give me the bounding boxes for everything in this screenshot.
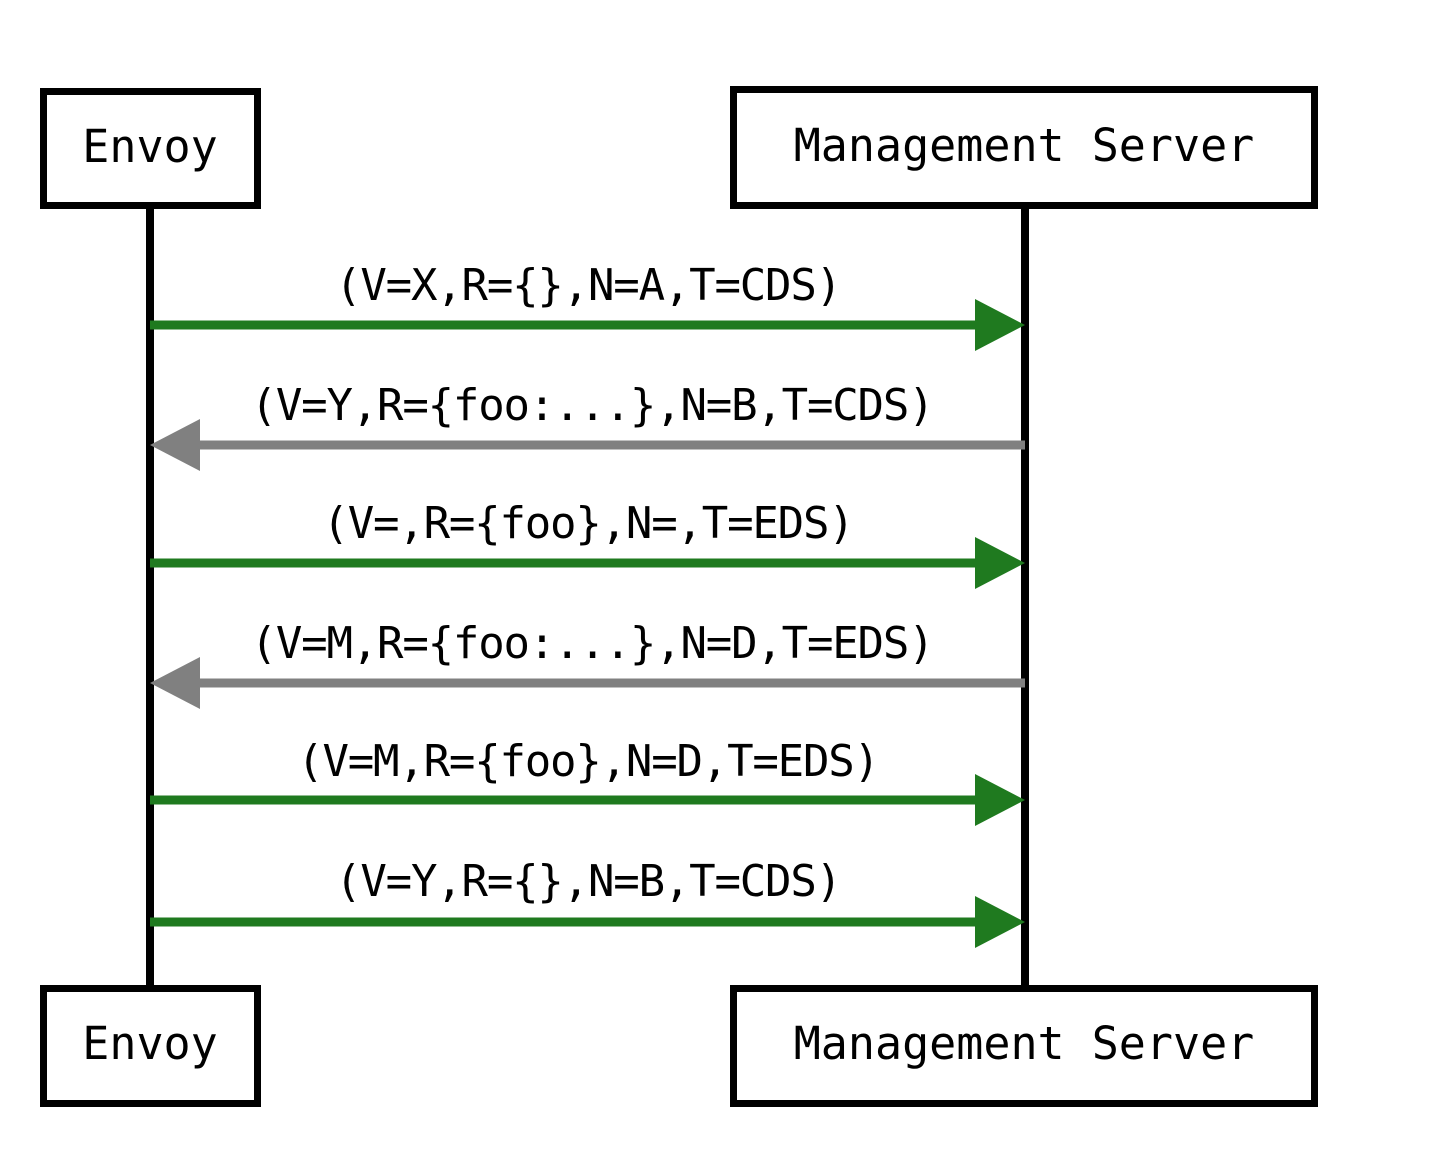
message-label-4: (V=M,R={foo:...},N=D,T=EDS): [251, 618, 934, 669]
message-label-2: (V=Y,R={foo:...},N=B,T=CDS): [251, 380, 934, 431]
message-arrowhead-right-6: [975, 896, 1025, 948]
actor-box-rect: [40, 88, 261, 209]
actor-label-envoy-top: Envoy: [82, 120, 217, 173]
message-6[interactable]: (V=Y,R={},N=B,T=CDS): [150, 856, 1025, 948]
actor-label-management-server-top: Management Server: [794, 119, 1255, 172]
lifelines: [146, 208, 1029, 988]
message-label-1: (V=X,R={},N=A,T=CDS): [335, 260, 841, 311]
message-4[interactable]: (V=M,R={foo:...},N=D,T=EDS): [150, 618, 1025, 709]
message-arrowhead-right-3: [975, 537, 1025, 589]
message-label-6: (V=Y,R={},N=B,T=CDS): [335, 856, 841, 907]
actor-box-envoy-top[interactable]: Envoy: [40, 88, 261, 209]
message-2[interactable]: (V=Y,R={foo:...},N=B,T=CDS): [150, 380, 1025, 471]
actor-label-management-server-bottom: Management Server: [794, 1017, 1255, 1070]
message-arrowhead-left-4: [150, 657, 200, 709]
message-arrowhead-right-5: [975, 774, 1025, 826]
actor-box-management-server-top[interactable]: Management Server: [730, 86, 1318, 209]
actor-box-rect: [40, 985, 261, 1107]
actor-box-envoy-bottom[interactable]: Envoy: [40, 985, 261, 1107]
message-arrowhead-left-2: [150, 419, 200, 471]
actor-box-management-server-bottom[interactable]: Management Server: [730, 985, 1318, 1107]
message-label-5: (V=M,R={foo},N=D,T=EDS): [297, 736, 879, 787]
message-1[interactable]: (V=X,R={},N=A,T=CDS): [150, 260, 1025, 351]
message-label-3: (V=,R={foo},N=,T=EDS): [322, 498, 853, 549]
message-5[interactable]: (V=M,R={foo},N=D,T=EDS): [150, 736, 1025, 826]
message-3[interactable]: (V=,R={foo},N=,T=EDS): [150, 498, 1025, 589]
actor-box-rect: [730, 985, 1318, 1107]
actor-label-envoy-bottom: Envoy: [82, 1017, 217, 1070]
message-arrowhead-right-1: [975, 299, 1025, 351]
actor-box-rect: [730, 86, 1318, 209]
